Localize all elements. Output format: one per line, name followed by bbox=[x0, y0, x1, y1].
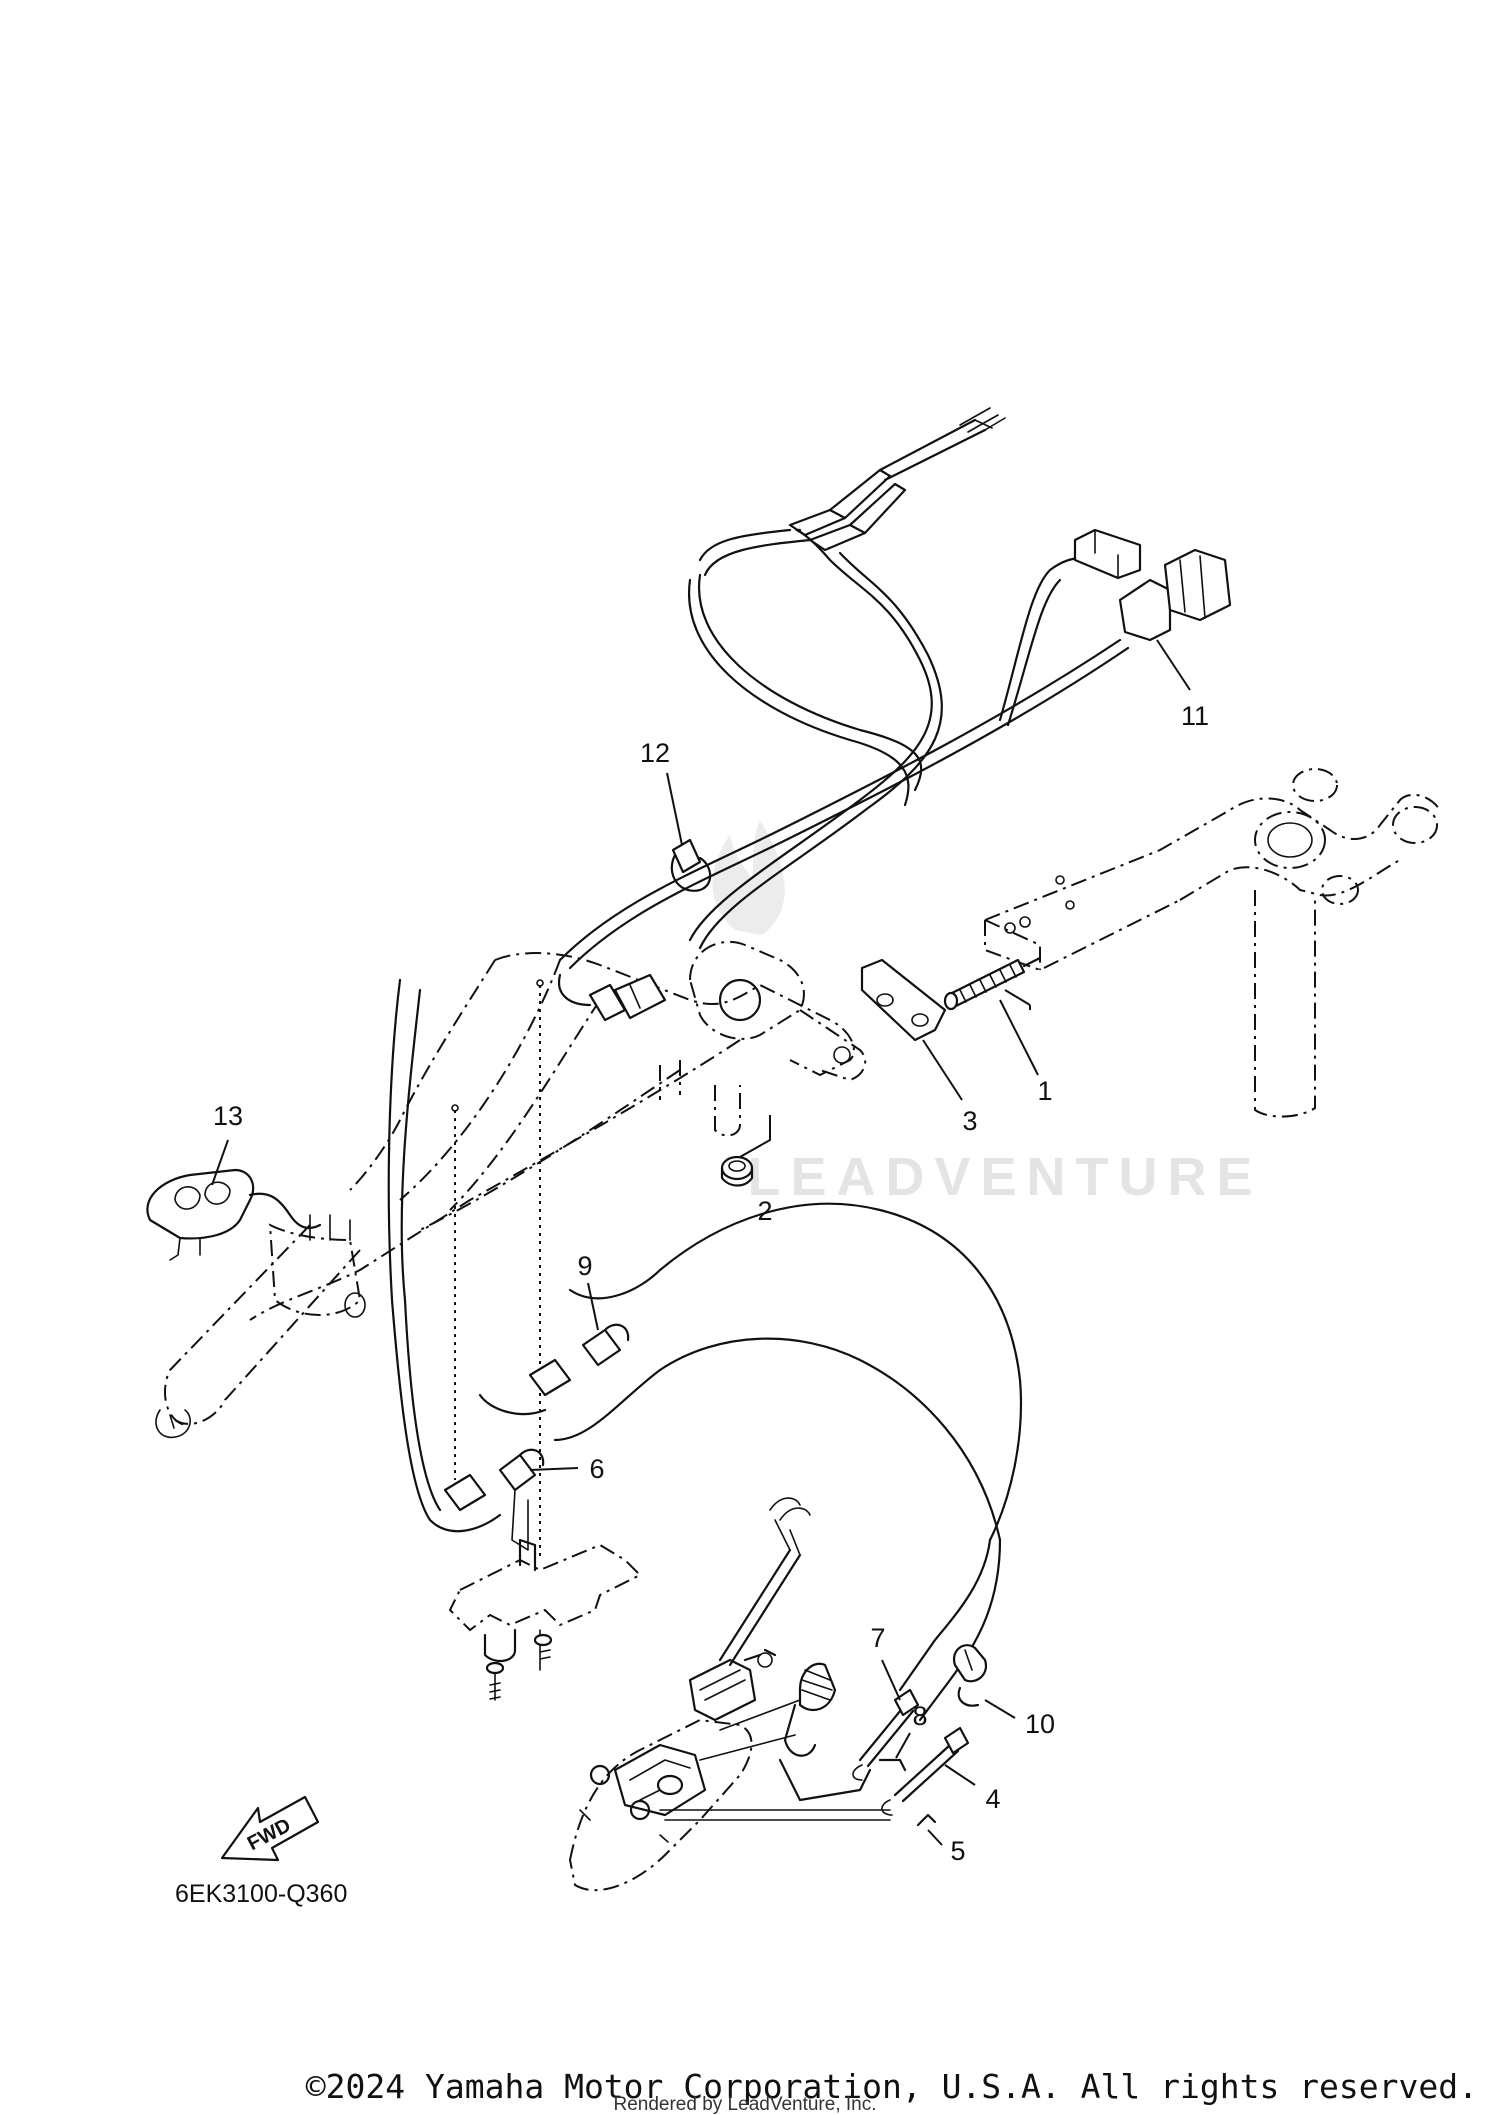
lower-cable-loop bbox=[387, 978, 1023, 1722]
callout-13: 13 bbox=[213, 1101, 243, 1131]
leader-11 bbox=[1156, 639, 1191, 691]
callout-3: 3 bbox=[962, 1106, 977, 1136]
part-7-cable-end bbox=[852, 1688, 920, 1781]
control-cables bbox=[687, 407, 1006, 950]
leader-6 bbox=[529, 1467, 579, 1471]
steering-bracket bbox=[984, 768, 1441, 1118]
watermark-text: LEADVENTURE bbox=[747, 1147, 1262, 1207]
callout-1: 1 bbox=[1037, 1076, 1052, 1106]
watermark: LEADVENTURE bbox=[712, 820, 1262, 1207]
shift-mechanism bbox=[568, 1497, 891, 1892]
leader-13 bbox=[211, 1139, 229, 1186]
callout-2: 2 bbox=[757, 1196, 772, 1226]
callout-8: 8 bbox=[912, 1701, 927, 1731]
leader-4 bbox=[944, 1764, 976, 1786]
leader-5 bbox=[927, 1829, 943, 1846]
part-9-clip bbox=[528, 1323, 630, 1397]
fwd-arrow-icon: FWD bbox=[220, 1795, 320, 1862]
lower-bracket bbox=[448, 1538, 642, 1701]
part-3-plate bbox=[860, 958, 947, 1042]
callout-10: 10 bbox=[1025, 1709, 1055, 1739]
part-1-bolt bbox=[943, 956, 1042, 1011]
callout-4: 4 bbox=[985, 1784, 1000, 1814]
part-4-cable-end bbox=[881, 1726, 970, 1816]
leader-7 bbox=[881, 1659, 901, 1701]
part-8-clip bbox=[878, 1758, 907, 1772]
leader-9 bbox=[587, 1282, 599, 1331]
rendered-by: Rendered by LeadVenture, Inc. bbox=[613, 2094, 876, 2115]
copyright-notice: ©2024 Yamaha Motor Corporation, U.S.A. A… bbox=[306, 2067, 1478, 2106]
callout-9: 9 bbox=[577, 1251, 592, 1281]
callout-6: 6 bbox=[589, 1454, 604, 1484]
callout-12: 12 bbox=[640, 738, 670, 768]
part-6-clip bbox=[443, 1448, 545, 1551]
tiller-handle bbox=[155, 952, 855, 1439]
callout-7: 7 bbox=[870, 1623, 885, 1653]
part-5-clip bbox=[916, 1813, 937, 1827]
part-code: 6EK3100-Q360 bbox=[175, 1880, 347, 1908]
callout-11: 11 bbox=[1181, 701, 1209, 731]
part-13-switch bbox=[146, 1168, 322, 1261]
leader-8 bbox=[895, 1732, 911, 1759]
leader-10 bbox=[984, 1699, 1016, 1719]
callout-5: 5 bbox=[950, 1836, 965, 1866]
leader-12 bbox=[666, 772, 683, 846]
part-10-clamp bbox=[952, 1644, 988, 1707]
leader-3 bbox=[922, 1039, 963, 1101]
leader-1 bbox=[1004, 989, 1031, 1006]
part-2-grommet bbox=[720, 1115, 771, 1187]
center-bracket bbox=[557, 940, 867, 1137]
clamp-12 bbox=[670, 838, 712, 892]
wire-harness bbox=[558, 528, 1232, 970]
